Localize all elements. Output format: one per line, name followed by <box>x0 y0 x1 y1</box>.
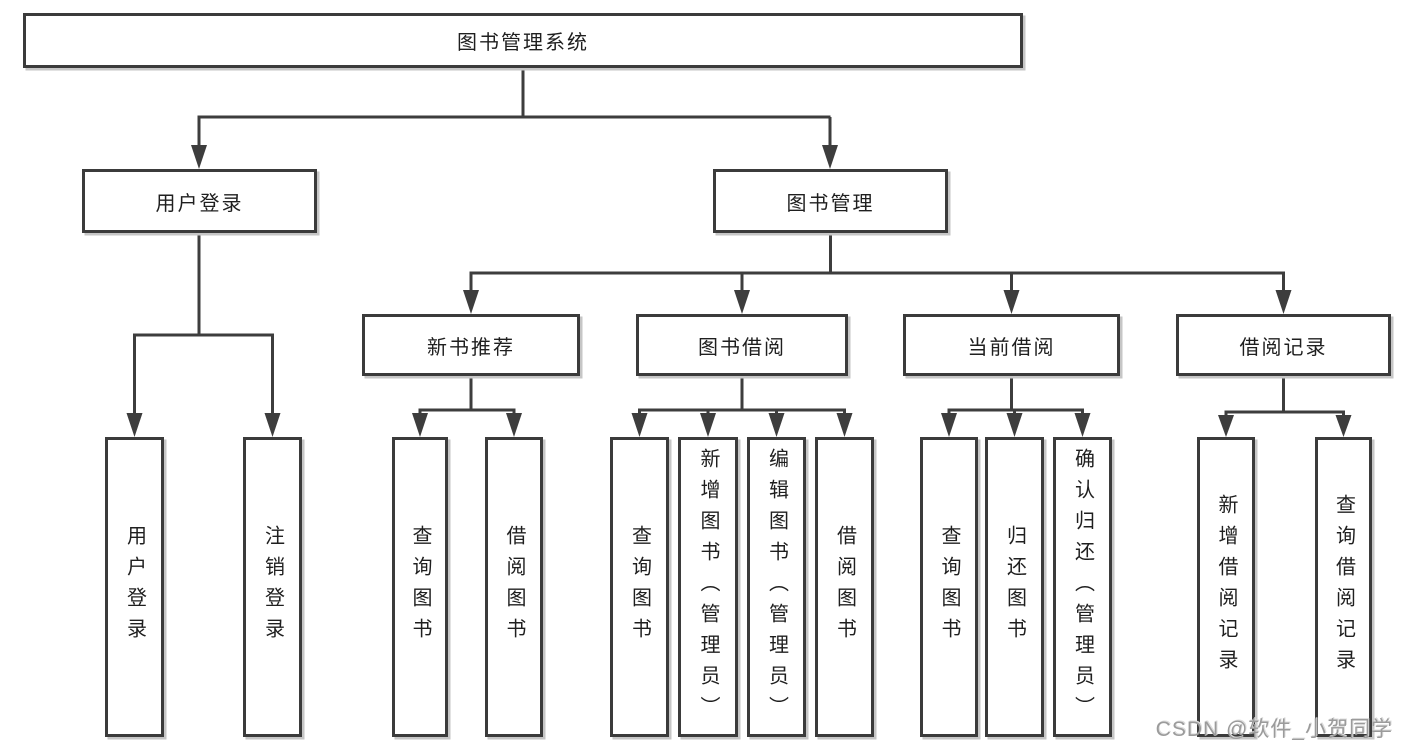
leaf-query-books-3: 查询图书 <box>920 437 978 737</box>
connector-borrowing-records-to-leaves <box>1218 376 1352 437</box>
leaf-confirm-return-admin: 确认归还（管理员） <box>1053 437 1112 737</box>
leaf-label: 借阅图书 <box>833 525 856 649</box>
connector-user-login-to-leaves <box>126 233 281 437</box>
node-user-login: 用户登录 <box>82 169 317 233</box>
leaf-label: 借阅图书 <box>503 525 525 649</box>
node-label: 图书借阅 <box>698 336 786 359</box>
leaf-label: 查询图书 <box>409 525 431 649</box>
node-label: 新书推荐 <box>427 336 515 359</box>
leaf-borrow-books-1: 借阅图书 <box>485 437 543 737</box>
node-label: 图书管理 <box>786 192 875 215</box>
leaf-label: 新增图书（管理员） <box>697 447 719 727</box>
leaf-borrow-books-2: 借阅图书 <box>815 437 874 737</box>
node-borrowing-records: 借阅记录 <box>1176 314 1391 376</box>
connector-new-book-recommendation-to-leaves <box>412 376 522 437</box>
node-label: 当前借阅 <box>967 336 1056 359</box>
connector-book-borrowing-to-leaves <box>631 376 853 437</box>
leaf-label: 用户登录 <box>123 525 146 649</box>
leaf-query-books-2: 查询图书 <box>610 437 669 737</box>
leaf-add-book-admin: 新增图书（管理员） <box>678 437 738 737</box>
leaf-query-borrow-record: 查询借阅记录 <box>1315 437 1372 737</box>
leaf-label: 归还图书 <box>1003 525 1026 649</box>
leaf-edit-book-admin: 编辑图书（管理员） <box>747 437 806 737</box>
connector-current-borrowing-to-leaves <box>941 376 1091 437</box>
leaf-label: 确认归还（管理员） <box>1071 447 1094 727</box>
node-label: 图书管理系统 <box>457 32 589 54</box>
leaf-logout: 注销登录 <box>243 437 302 737</box>
leaf-user-login: 用户登录 <box>105 437 164 737</box>
leaf-label: 编辑图书（管理员） <box>765 447 788 727</box>
leaf-query-books-1: 查询图书 <box>392 437 448 737</box>
leaf-label: 查询借阅记录 <box>1332 494 1355 680</box>
csdn-watermark: CSDN @软件_小贺同学 <box>1155 718 1393 741</box>
connector-root-to-level2 <box>191 68 838 169</box>
node-current-borrowing: 当前借阅 <box>903 314 1120 376</box>
leaf-label: 查询图书 <box>938 525 960 649</box>
leaf-add-borrow-record: 新增借阅记录 <box>1197 437 1255 737</box>
leaf-return-books: 归还图书 <box>985 437 1044 737</box>
leaf-label: 注销登录 <box>261 525 284 649</box>
node-label: 借阅记录 <box>1239 336 1328 359</box>
node-label: 用户登录 <box>155 192 244 215</box>
leaf-label: 查询图书 <box>628 525 651 649</box>
connector-book-management-to-level3 <box>463 233 1292 314</box>
node-new-book-recommendation: 新书推荐 <box>362 314 580 376</box>
leaf-label: 新增借阅记录 <box>1215 494 1237 680</box>
node-book-borrowing: 图书借阅 <box>636 314 848 376</box>
node-library-management-system: 图书管理系统 <box>23 13 1023 68</box>
node-book-management: 图书管理 <box>713 169 948 233</box>
